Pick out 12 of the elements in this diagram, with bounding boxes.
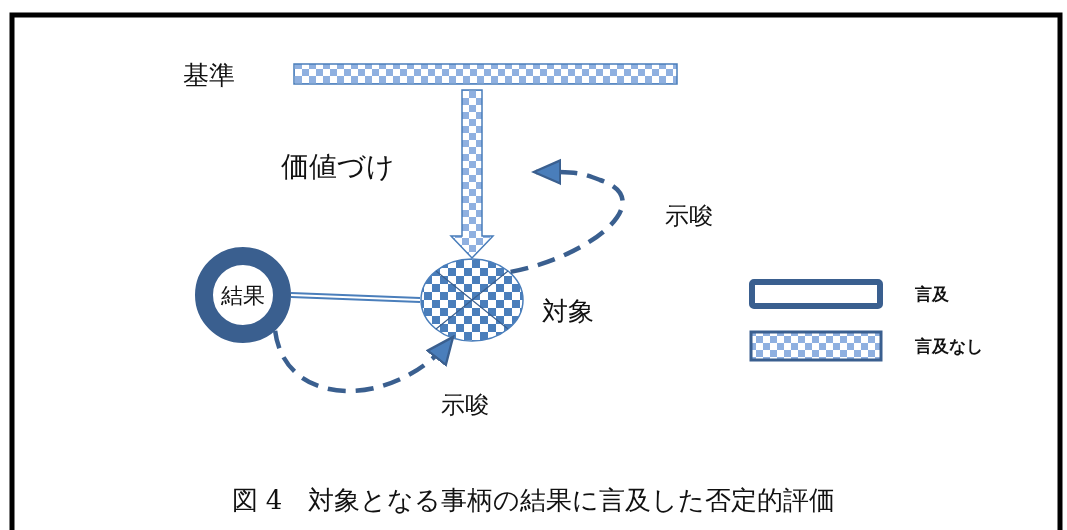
legend-label: 言及 — [915, 286, 949, 303]
double-line — [290, 292, 421, 303]
edge-label: 示唆 — [664, 203, 714, 229]
node-label: 基準 — [183, 62, 235, 88]
edge-label: 示唆 — [440, 392, 490, 418]
node-label: 対象 — [542, 298, 594, 324]
legend-label: 言及なし — [915, 338, 983, 355]
block-arrow — [449, 89, 495, 260]
dashed-arrow — [510, 159, 625, 275]
node-label: 結果 — [221, 285, 265, 307]
caption: 図 4 対象となる事柄の結果に言及した否定的評価 — [230, 487, 837, 513]
dashed-arrow — [272, 330, 455, 394]
